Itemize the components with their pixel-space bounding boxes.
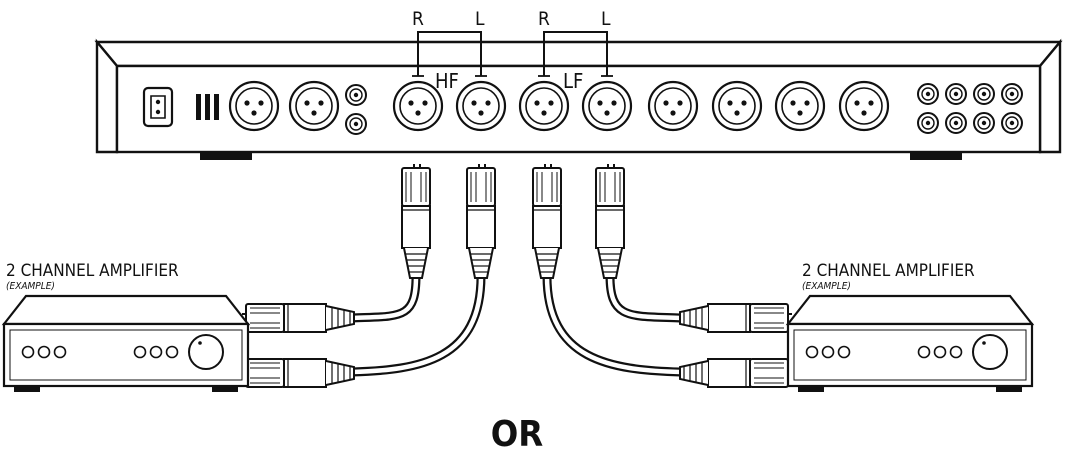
xlr-lf-right	[518, 80, 570, 132]
foot-left	[200, 152, 252, 160]
xlr-input-1	[228, 80, 280, 132]
xlr-plug-amp-left-2	[241, 358, 355, 388]
xlr-output-7	[774, 80, 826, 132]
rca-jack-b	[345, 113, 367, 135]
amp-left-subtitle: (EXAMPLE)	[6, 281, 55, 292]
amp-left-title: 2 CHANNEL AMPLIFIER	[6, 261, 179, 281]
foot-right	[910, 152, 962, 160]
xlr-plug-lf-right	[532, 163, 562, 279]
channel-brackets	[417, 31, 608, 76]
amp-right-title: 2 CHANNEL AMPLIFIER	[802, 261, 975, 281]
hf-right-label: R	[412, 8, 424, 30]
xlr-output-8	[838, 80, 890, 132]
xlr-plug-amp-left-1	[241, 303, 355, 333]
xlr-lf-left	[581, 80, 633, 132]
amp-right-subtitle: (EXAMPLE)	[802, 281, 851, 292]
xlr-hf-left	[455, 80, 507, 132]
hf-group-label: HF	[435, 69, 459, 93]
xlr-output-5	[647, 80, 699, 132]
lf-group-label: LF	[563, 69, 583, 93]
xlr-plug-hf-right	[401, 163, 431, 279]
processor-top-bevel	[94, 40, 1063, 68]
lf-right-label: R	[538, 8, 550, 30]
xlr-plug-lf-left	[595, 163, 625, 279]
amplifier-right	[786, 294, 1034, 394]
rca-jack-a	[345, 84, 367, 106]
xlr-plug-amp-right-2	[680, 359, 792, 387]
xlr-cables	[351, 275, 681, 377]
lf-left-label: L	[601, 8, 611, 30]
xlr-plug-amp-right-1	[680, 304, 792, 332]
amplifier-left	[2, 294, 250, 394]
power-inlet	[142, 86, 174, 128]
processor-unit	[94, 38, 1063, 160]
xlr-output-6	[711, 80, 763, 132]
switch-slots	[196, 94, 219, 120]
hf-left-label: L	[475, 8, 485, 30]
or-separator: OR	[491, 414, 544, 455]
xlr-input-2	[288, 80, 340, 132]
xlr-plug-hf-left	[466, 163, 496, 279]
